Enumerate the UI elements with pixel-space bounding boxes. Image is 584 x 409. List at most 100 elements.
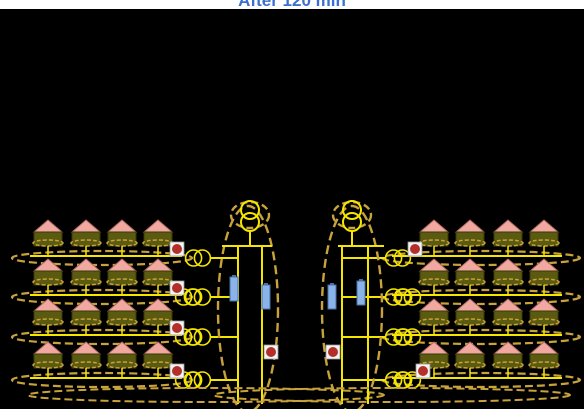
transformer-coil (403, 328, 422, 346)
house-body (143, 270, 173, 286)
house-body (419, 310, 449, 326)
house-icon (454, 298, 486, 334)
house-icon (70, 341, 102, 377)
bottom-feeder-boundary (213, 387, 571, 403)
meter-device-icon (169, 280, 185, 296)
house-body (143, 231, 173, 247)
left-network (10, 200, 385, 409)
house-icon (32, 341, 64, 377)
house-icon (106, 341, 138, 377)
house-body (143, 353, 173, 369)
house-icon (142, 341, 174, 377)
house-icon (492, 219, 524, 255)
device-core (172, 323, 182, 333)
house-body (33, 353, 63, 369)
transformer-coil (393, 249, 412, 267)
house-icon (528, 258, 560, 294)
house-body (529, 270, 559, 286)
device-core (172, 283, 182, 293)
house-body (143, 310, 173, 326)
house-body (71, 231, 101, 247)
device-core (172, 366, 182, 376)
house-icon (70, 219, 102, 255)
device-core (172, 244, 182, 254)
house-icon (454, 341, 486, 377)
house-body (493, 353, 523, 369)
transformer-coil (184, 249, 203, 267)
house-body (71, 310, 101, 326)
house-icon (492, 341, 524, 377)
diagram-title: After 120 min (0, 0, 584, 9)
meter-device-icon (263, 344, 279, 360)
house-body (455, 310, 485, 326)
house-body (107, 270, 137, 286)
battery-icon (229, 275, 239, 302)
meter-device-icon (169, 241, 185, 257)
house-body (107, 353, 137, 369)
battery-body (356, 280, 366, 306)
house-body (33, 270, 63, 286)
distribution-network-diagram (0, 9, 584, 409)
house-icon (418, 219, 450, 255)
device-core (418, 366, 428, 376)
transformer-coil (183, 288, 202, 306)
house-body (419, 270, 449, 286)
house-icon (32, 298, 64, 334)
transformer-icon (394, 288, 422, 306)
house-icon (492, 298, 524, 334)
house-body (529, 231, 559, 247)
battery-icon (327, 283, 337, 310)
house-body (455, 270, 485, 286)
transformer-coil (240, 200, 260, 220)
battery-icon (261, 283, 271, 310)
meter-device-icon (169, 363, 185, 379)
battery-body (229, 276, 239, 302)
house-icon (418, 258, 450, 294)
house-icon (492, 258, 524, 294)
right-network (213, 200, 582, 409)
house-icon (32, 258, 64, 294)
house-icon (528, 341, 560, 377)
battery-terminal (232, 275, 236, 277)
device-core (410, 244, 420, 254)
house-body (529, 353, 559, 369)
house-icon (142, 258, 174, 294)
transformer-coil (394, 328, 413, 346)
house-body (493, 231, 523, 247)
transformer-coil (342, 200, 362, 220)
house-icon (32, 219, 64, 255)
house-body (71, 353, 101, 369)
house-icon (106, 258, 138, 294)
house-body (419, 231, 449, 247)
house-body (493, 310, 523, 326)
house-body (33, 310, 63, 326)
device-core (266, 347, 276, 357)
house-icon (106, 298, 138, 334)
house-icon (106, 219, 138, 255)
transformer-coil (183, 328, 202, 346)
transformer-coil (403, 288, 422, 306)
battery-terminal (264, 283, 268, 285)
house-body (455, 231, 485, 247)
battery-body (327, 284, 337, 310)
meter-device-icon (325, 344, 341, 360)
background (0, 9, 584, 409)
house-body (455, 353, 485, 369)
transformer-coil (394, 288, 413, 306)
feeder-boundary (10, 249, 194, 267)
substation-boundary (216, 204, 280, 409)
meter-device-icon (407, 241, 423, 257)
substation-transformer-boundary (229, 200, 271, 230)
meter-device-icon (415, 363, 431, 379)
house-icon (454, 258, 486, 294)
house-body (493, 270, 523, 286)
transformer-icon (394, 328, 422, 346)
house-body (107, 310, 137, 326)
house-icon (142, 219, 174, 255)
substation-transformer-boundary (331, 200, 373, 230)
battery-terminal (359, 279, 363, 281)
house-icon (418, 298, 450, 334)
house-body (529, 310, 559, 326)
house-body (107, 231, 137, 247)
device-core (328, 347, 338, 357)
